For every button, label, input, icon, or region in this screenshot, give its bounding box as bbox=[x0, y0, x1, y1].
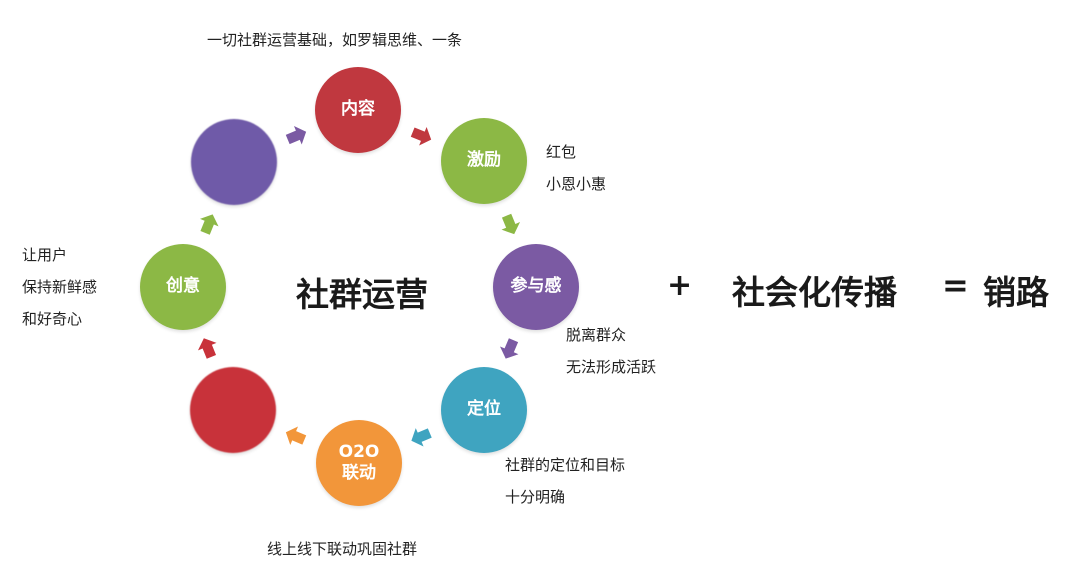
node-purple-blurred bbox=[191, 119, 277, 205]
cycle-arrow bbox=[500, 338, 519, 359]
note-line: 无法形成活跃 bbox=[566, 358, 657, 376]
node-label: O2O bbox=[338, 441, 380, 462]
node-label: 定位 bbox=[467, 399, 501, 420]
cycle-arrow bbox=[285, 126, 307, 145]
note-incentive: 红包小恩小惠 bbox=[546, 136, 606, 200]
note-line: 小恩小惠 bbox=[546, 175, 607, 193]
cycle-arrow bbox=[410, 126, 432, 146]
note-positioning: 社群的定位和目标十分明确 bbox=[505, 449, 625, 513]
node-label: 创意 bbox=[166, 276, 200, 297]
formula-term: 社会化传播 bbox=[732, 273, 897, 312]
note-o2o: 线上线下联动巩固社群 bbox=[267, 533, 417, 565]
note-line: 和好奇心 bbox=[22, 310, 83, 328]
note-creativity: 让用户保持新鲜感和好奇心 bbox=[22, 239, 97, 335]
formula-result: 销路 bbox=[983, 273, 1049, 312]
node-participation: 参与感 bbox=[493, 244, 579, 330]
node-red-blurred bbox=[190, 367, 276, 453]
note-line: 保持新鲜感 bbox=[22, 278, 98, 296]
formula-plus: + bbox=[667, 268, 693, 303]
node-label: 联动 bbox=[342, 463, 376, 483]
note-line: 一切社群运营基础，如罗辑思维、一条 bbox=[207, 31, 463, 49]
note-content: 一切社群运营基础，如罗辑思维、一条 bbox=[207, 24, 462, 56]
center-title: 社群运营 bbox=[296, 275, 428, 314]
note-line: 脱离群众 bbox=[566, 326, 627, 344]
node-content: 内容 bbox=[315, 67, 401, 153]
formula-equals: = bbox=[942, 266, 969, 304]
note-line: 线上线下联动巩固社群 bbox=[267, 540, 418, 558]
node-label: 激励 bbox=[467, 150, 501, 171]
note-line: 让用户 bbox=[22, 246, 68, 264]
cycle-arrow bbox=[199, 214, 219, 235]
note-line: 十分明确 bbox=[505, 488, 566, 506]
cycle-arrow bbox=[411, 428, 432, 447]
note-line: 红包 bbox=[546, 143, 577, 161]
node-label: 参与感 bbox=[510, 276, 562, 297]
node-incentive: 激励 bbox=[441, 118, 527, 204]
node-label: 内容 bbox=[341, 99, 375, 120]
cycle-arrow bbox=[197, 338, 217, 359]
note-line: 社群的定位和目标 bbox=[505, 456, 626, 474]
cycle-arrow bbox=[285, 426, 307, 445]
node-positioning: 定位 bbox=[441, 367, 527, 453]
note-participation: 脱离群众无法形成活跃 bbox=[566, 319, 656, 383]
node-creativity: 创意 bbox=[140, 244, 226, 330]
cycle-arrow bbox=[501, 213, 521, 235]
